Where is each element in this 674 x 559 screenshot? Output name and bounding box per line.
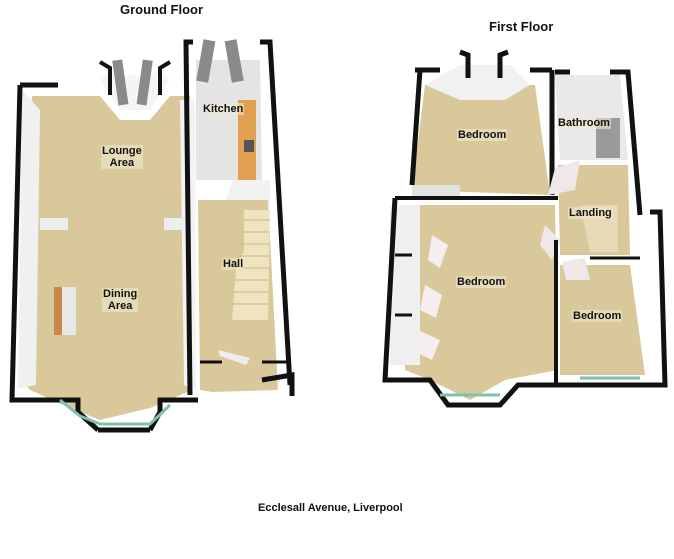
ground-floor-title: Ground Floor <box>120 2 204 17</box>
room-label-lounge-area: Lounge Area <box>101 145 143 169</box>
first-floor-title: First Floor <box>489 19 554 34</box>
room-label-dining-area: Dining Area <box>102 288 139 312</box>
lounge-dining-floor <box>22 96 192 420</box>
room-label-hall: Hall <box>222 258 245 270</box>
room-label-bathroom: Bathroom <box>557 117 611 129</box>
room-label-dining-line1: Dining <box>103 288 138 300</box>
room-label-dining-line2: Area <box>107 300 133 312</box>
hall-staircase <box>232 210 270 320</box>
room-label-kitchen: Kitchen <box>202 103 245 115</box>
room-label-landing: Landing <box>568 207 613 219</box>
room-label-bedroom-top: Bedroom <box>457 129 508 141</box>
ground-floor-plan <box>9 39 295 433</box>
room-label-lounge-line2: Area <box>109 157 135 169</box>
room-label-lounge-line1: Lounge <box>102 145 142 157</box>
first-floor-plan <box>382 49 668 408</box>
address-caption: Ecclesall Avenue, Liverpool <box>258 502 403 514</box>
room-label-bedroom-main: Bedroom <box>456 276 507 288</box>
room-label-bedroom-small: Bedroom <box>572 310 623 322</box>
